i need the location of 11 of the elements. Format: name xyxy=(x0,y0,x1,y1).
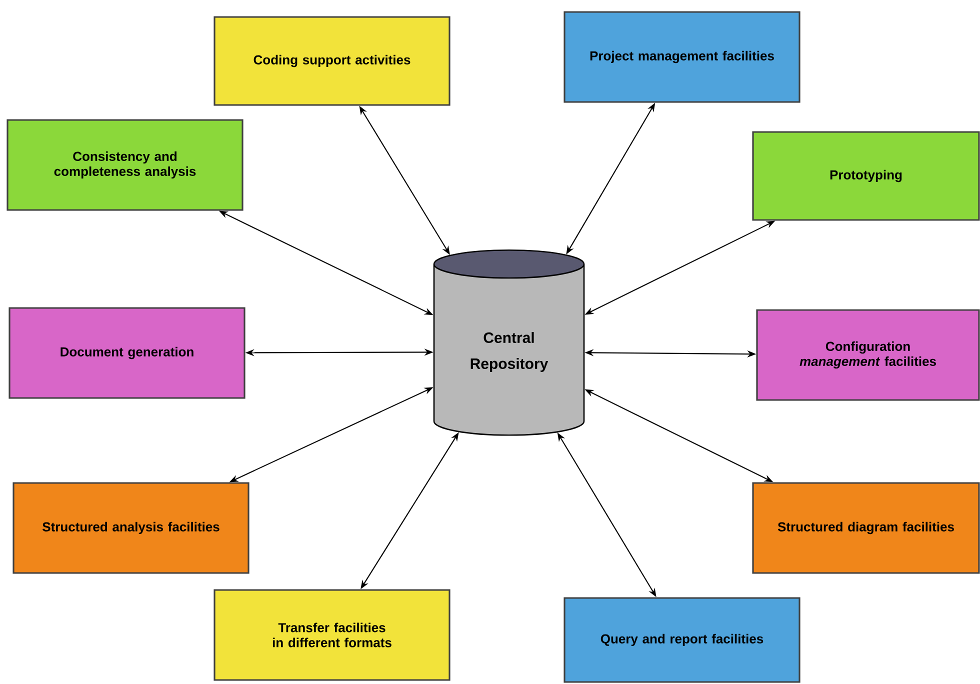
box: Structured diagram facilities xyxy=(752,482,980,574)
cylinder: Central Repository xyxy=(433,250,585,436)
box: Consistency and completeness analysis xyxy=(6,119,244,211)
box: Coding support activities xyxy=(214,16,450,106)
box: Prototyping xyxy=(752,131,980,221)
box: Project management facilities xyxy=(564,11,800,103)
box: Document generation xyxy=(8,307,246,399)
box: Transfer facilities in different formats xyxy=(214,589,450,681)
box: Query and report facilities xyxy=(564,597,800,683)
box: Structured analysis facilities xyxy=(12,482,250,574)
box: Configuration management facilities xyxy=(756,309,980,401)
